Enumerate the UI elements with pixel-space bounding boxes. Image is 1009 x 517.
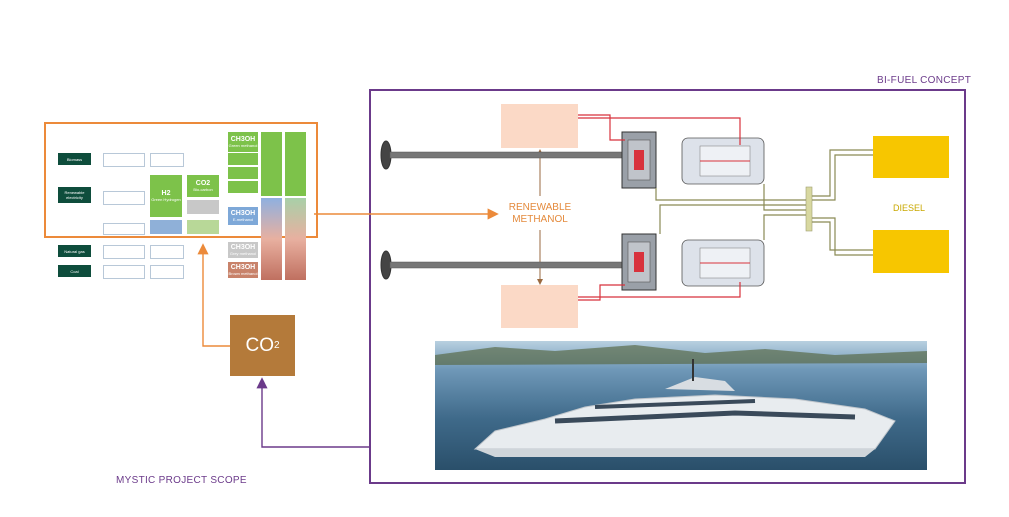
engine-top-block xyxy=(681,137,765,185)
process-node xyxy=(103,153,145,167)
diesel-label: DIESEL xyxy=(893,203,926,213)
yacht-photo xyxy=(435,341,927,470)
methanol-fuel-lines xyxy=(578,114,741,301)
process-node xyxy=(150,245,184,259)
green-hydrogen-block: H2 Green Hydrogen xyxy=(150,175,182,217)
co2-small-title: CO2 xyxy=(195,180,211,187)
vessel-to-co2-arrow xyxy=(256,377,369,448)
ch3oh-gray-title: CH3OH xyxy=(230,244,256,251)
column-green-2 xyxy=(285,132,306,196)
engine-bottom-block xyxy=(681,239,765,287)
methanol-gray-block: CH3OH Grey methanol xyxy=(228,242,258,258)
renewable-line-1: RENEWABLE xyxy=(508,202,572,213)
column-gradient-1 xyxy=(261,198,282,280)
engine-bottom-gearbox xyxy=(621,233,657,291)
co2-light-green-block xyxy=(187,220,219,234)
diesel-fuel-lines xyxy=(655,149,873,256)
methanol-tank-top xyxy=(501,104,578,148)
renewable-line-2: METHANOL xyxy=(512,214,568,225)
source-biomass: Biomass xyxy=(58,153,91,165)
h2-sub: Green Hydrogen xyxy=(151,197,181,202)
diesel-manifold xyxy=(805,186,813,232)
yacht-illustration xyxy=(435,345,927,457)
source-coal: Coal xyxy=(58,265,91,277)
bi-fuel-concept-label: BI-FUEL CONCEPT xyxy=(877,75,972,86)
co2-gray-block xyxy=(187,200,219,214)
ch3oh-mid-sub: E-methanol xyxy=(232,217,254,222)
process-node xyxy=(150,153,184,167)
column-gradient-2 xyxy=(285,198,306,280)
process-node xyxy=(150,265,184,279)
renewable-methanol-label: RENEWABLE METHANOL xyxy=(495,202,585,226)
methanol-brown-block: CH3OH Brown methanol xyxy=(228,262,258,278)
bi-fuel-concept-frame xyxy=(369,89,966,484)
diesel-tank-top xyxy=(873,136,949,178)
process-node xyxy=(103,265,145,279)
mystic-scope-frame xyxy=(44,122,318,238)
co2-text: CO xyxy=(245,334,274,356)
ch3oh-brown-title: CH3OH xyxy=(230,264,256,271)
ch3oh-mid-title: CH3OH xyxy=(230,210,256,217)
co2-subscript: 2 xyxy=(273,340,280,351)
source-renewable-electricity: Renewable electricity xyxy=(58,187,91,203)
methanol-green-block: CH3OH Green methanol xyxy=(228,132,258,152)
shaft-bottom xyxy=(380,250,631,280)
methanol-blue-block: CH3OH E-methanol xyxy=(228,207,258,225)
ch3oh-brown-sub: Brown methanol xyxy=(228,271,258,276)
ch3oh-top-sub: Green methanol xyxy=(228,143,258,148)
methanol-tank-bottom xyxy=(501,285,578,328)
ch3oh-gray-sub: Grey methanol xyxy=(229,251,257,256)
process-node xyxy=(103,191,145,205)
co2-small-sub: Bio-carbon xyxy=(193,187,213,192)
h2-title: H2 xyxy=(161,190,171,197)
process-node xyxy=(103,223,145,235)
column-green-1 xyxy=(261,132,282,196)
methanol-green-sub3 xyxy=(228,181,258,193)
co2-to-scope-arrow xyxy=(197,243,230,347)
diesel-tank-bottom xyxy=(873,230,949,273)
methanol-green-sub1 xyxy=(228,153,258,165)
source-natural-gas: Natural gas xyxy=(58,245,91,257)
methanol-green-sub2 xyxy=(228,167,258,179)
ch3oh-top-title: CH3OH xyxy=(230,136,256,143)
process-node xyxy=(103,245,145,259)
bio-co2-block: CO2 Bio-carbon xyxy=(187,175,219,197)
h2-blue-block xyxy=(150,220,182,234)
engine-top-gearbox xyxy=(621,131,657,189)
mystic-project-scope-label: MYSTIC PROJECT SCOPE xyxy=(116,475,247,486)
